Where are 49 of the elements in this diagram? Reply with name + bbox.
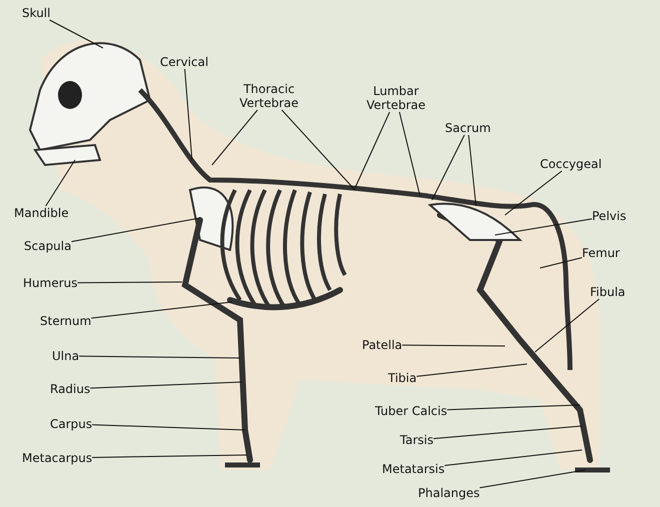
part-label: Lumbar Vertebrae [356, 84, 436, 112]
leader-line [70, 218, 200, 242]
leader-line [494, 218, 592, 236]
part-label: Metacarpus [22, 451, 92, 465]
part-label: Phalanges [418, 486, 480, 500]
part-label: Skull [22, 6, 50, 20]
leader-line [184, 68, 192, 160]
leader-line [354, 112, 390, 188]
part-label: Tuber Calcis [375, 404, 448, 418]
leader-line [468, 134, 476, 206]
part-label: Tibia [388, 371, 417, 385]
leader-line [92, 424, 246, 430]
part-label: Carpus [50, 417, 92, 431]
leader-line [92, 454, 248, 458]
part-label: Radius [50, 382, 90, 396]
part-label: Cervical [160, 55, 208, 69]
leader-line [78, 356, 240, 358]
part-label: Coccygeal [540, 157, 602, 171]
leader-line [49, 20, 104, 48]
leader-line [540, 257, 582, 268]
leader-line [504, 170, 562, 216]
part-label: Metatarsis [382, 462, 445, 476]
part-label: Thoracic Vertebrae [224, 82, 314, 110]
leader-line [212, 110, 258, 166]
leader-line [416, 364, 528, 377]
part-label: Tarsis [400, 433, 434, 447]
part-label: Humerus [23, 276, 78, 290]
part-label: Mandible [14, 206, 69, 220]
part-label: Pelvis [592, 209, 626, 223]
part-label: Sternum [40, 314, 92, 328]
leader-line [90, 382, 242, 389]
part-label: Patella [362, 338, 402, 352]
leader-line [281, 110, 356, 190]
part-label: Fibula [590, 285, 626, 299]
part-label: Femur [582, 246, 620, 260]
leader-line [402, 344, 506, 346]
leader-line [398, 112, 420, 196]
part-label: Sacrum [445, 121, 491, 135]
leader-line [432, 134, 465, 200]
leader-line [446, 404, 580, 410]
leader-line [45, 160, 76, 206]
leader-line [77, 282, 182, 284]
leader-line [432, 426, 582, 440]
part-label: Scapula [24, 239, 72, 253]
leader-line [90, 302, 232, 319]
part-label: Ulna [52, 349, 80, 363]
leader-line [444, 450, 582, 466]
leader-line [534, 298, 600, 352]
leader-line [479, 470, 586, 488]
